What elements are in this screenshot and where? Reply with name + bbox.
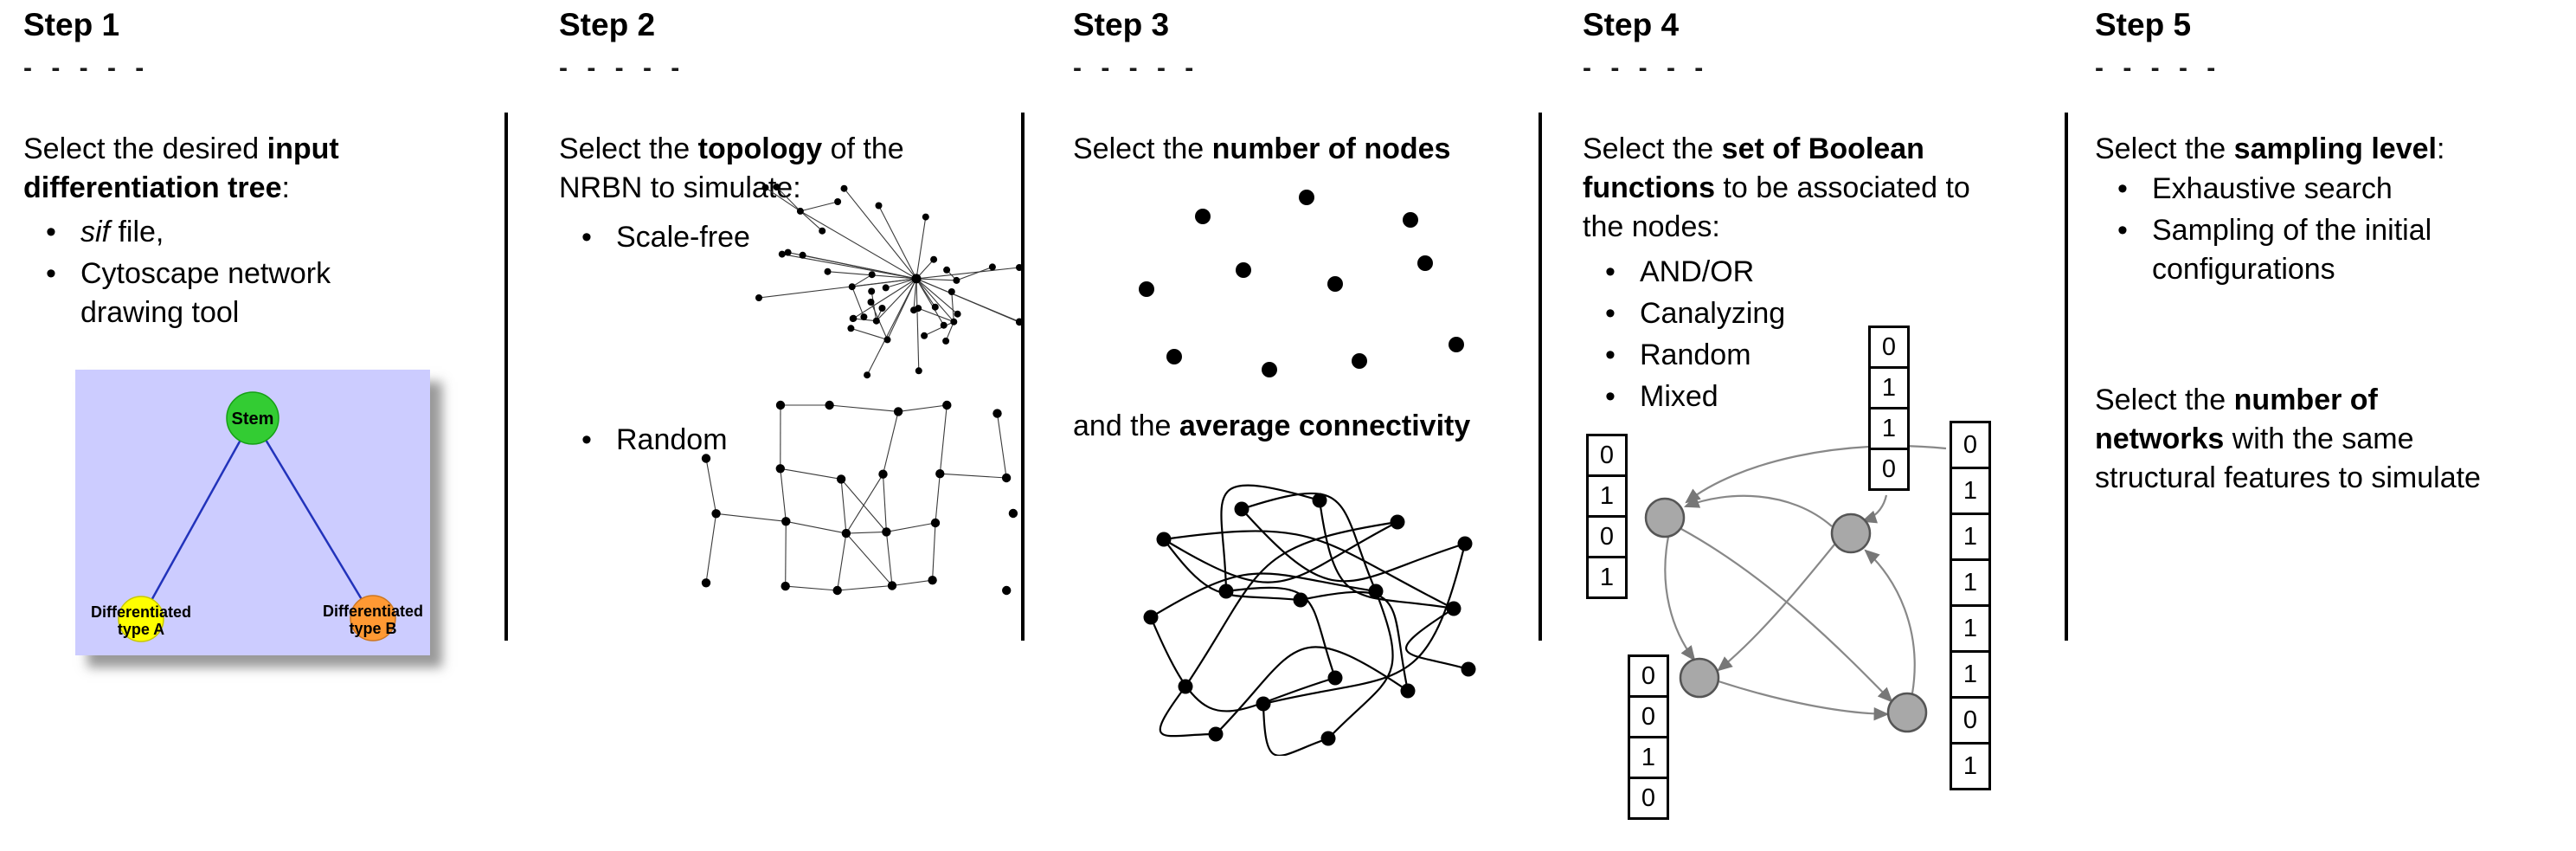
truth-table-right: 0 1 1 1 1 1 0 1: [1950, 421, 1991, 790]
truth-table-cell: 1: [1628, 736, 1669, 779]
connectivity-network-graphic: [1143, 484, 1476, 756]
truth-table-cell: 0: [1628, 777, 1669, 820]
text-line: Select the sampling level:: [2095, 132, 2445, 165]
bullet-item: Canalyzing: [1605, 294, 2003, 333]
truth-table-cell: 1: [1950, 467, 1991, 515]
random-network-graphic: [701, 400, 1018, 596]
step-4-title: Step 4: [1583, 7, 1680, 42]
step-5-intro: Select the sampling level:: [2095, 130, 2571, 169]
boolean-network-graphic: 0 1 1 0 0 1 0 1 0 0 1 0 0 1 1 1: [1583, 319, 2054, 851]
bullet-item: Mixed: [1605, 377, 2003, 416]
svg-text:type B: type B: [349, 620, 396, 637]
step-4-bullet-list: AND/OR Canalyzing Random Mixed: [1583, 253, 2003, 419]
truth-table-cell: 0: [1628, 695, 1669, 738]
truth-table-cell: 0: [1868, 448, 1910, 491]
step-3-connectivity-text: and the average connectivity: [1073, 407, 1536, 446]
scale-free-bullet: Scale-free: [559, 218, 789, 260]
truth-table-cell: 1: [1950, 604, 1991, 653]
svg-text:type A: type A: [118, 621, 164, 638]
truth-table-cell: 1: [1868, 407, 1910, 450]
step-4-column: Step 4 - - - - - Select the set of Boole…: [1583, 0, 2054, 851]
column-divider: [1539, 113, 1542, 641]
step-4-intro: Select the set of Boolean functions to b…: [1583, 130, 2054, 247]
boolean-network-svg: [1644, 445, 1947, 733]
truth-table-cell: 0: [1586, 434, 1628, 477]
truth-table-cell: 0: [1950, 696, 1991, 745]
dashed-separator: - - - - -: [559, 54, 686, 82]
bullet-item: Random: [1605, 336, 2003, 375]
step-1-intro: Select the desired input differentiation…: [23, 130, 495, 208]
step-5-column: Step 5 - - - - - Select the sampling lev…: [2095, 0, 2571, 851]
column-divider: [504, 113, 508, 641]
truth-table-cell: 1: [1950, 650, 1991, 699]
bullet-item: Exhaustive search: [2117, 170, 2559, 209]
truth-table-cell: 1: [1950, 742, 1991, 790]
dashed-separator: - - - - -: [1583, 54, 1710, 82]
truth-table-left: 0 1 0 1: [1586, 434, 1628, 599]
truth-table-cell: 1: [1868, 366, 1910, 409]
step-3-intro: Select the number of nodes: [1073, 130, 1536, 169]
step-1-bullet-list: sif file, Cytoscape network drawing tool: [23, 213, 409, 335]
nodes-scatter-graphic: [1139, 190, 1464, 377]
text-line: Select the number of nodes: [1073, 132, 1451, 165]
text-line: the nodes:: [1583, 210, 1720, 243]
dashed-separator: - - - - -: [2095, 54, 2222, 82]
svg-text:Stem: Stem: [232, 409, 274, 429]
text-line: Select the number of: [2095, 384, 2378, 416]
column-divider: [2065, 113, 2068, 641]
truth-table-bottom: 0 0 1 0: [1628, 654, 1669, 820]
text-line: functions to be associated to: [1583, 171, 1970, 204]
truth-table-cell: 1: [1586, 474, 1628, 518]
text-line: Select the desired input: [23, 132, 339, 165]
svg-text:Differentiated: Differentiated: [323, 603, 423, 620]
truth-table-cell: 0: [1868, 326, 1910, 369]
text-line: structural features to simulate: [2095, 461, 2481, 494]
truth-table-cell: 1: [1950, 513, 1991, 561]
truth-table-cell: 0: [1628, 654, 1669, 698]
text-line: Select the set of Boolean: [1583, 132, 1924, 165]
step-3-title: Step 3: [1073, 7, 1170, 42]
step-5-bullet-list: Exhaustive search Sampling of the initia…: [2095, 170, 2559, 292]
random-bullet: Random: [559, 421, 789, 462]
step-1-column: Step 1 - - - - - Select the desired inpu…: [23, 0, 495, 851]
step-2-column: Step 2 - - - - - Select the topology of …: [559, 0, 1023, 851]
text-line: differentiation tree:: [23, 171, 290, 204]
step-3-column: Step 3 - - - - - Select the number of no…: [1073, 0, 1536, 851]
text-line: networks with the same: [2095, 422, 2414, 455]
text-line: Select the topology of the: [559, 132, 904, 165]
step-2-title: Step 2: [559, 7, 656, 42]
bullet-item: Sampling of the initial configurations: [2117, 211, 2559, 289]
truth-table-cell: 0: [1586, 515, 1628, 558]
step-1-title: Step 1: [23, 7, 120, 42]
truth-table-cell: 1: [1950, 558, 1991, 607]
bullet-item: sif file,: [46, 213, 409, 252]
truth-table-cell: 0: [1950, 421, 1991, 469]
dashed-separator: - - - - -: [1073, 54, 1200, 82]
svg-text:Differentiated: Differentiated: [91, 603, 191, 621]
text-line: NRBN to simulate:: [559, 171, 801, 204]
truth-table-top: 0 1 1 0: [1868, 326, 1910, 491]
step-2-intro: Select the topology of the NRBN to simul…: [559, 130, 1013, 208]
bullet-item: Cytoscape network drawing tool: [46, 255, 409, 332]
scale-free-network-graphic: [755, 184, 1023, 379]
truth-table-cell: 1: [1586, 556, 1628, 599]
text-line: and the average connectivity: [1073, 409, 1471, 442]
bullet-item: Scale-free: [581, 218, 789, 257]
bullet-item: Random: [581, 421, 789, 460]
dashed-separator: - - - - -: [23, 54, 151, 82]
step-5-networks-text: Select the number of networks with the s…: [2095, 381, 2571, 498]
step-5-title: Step 5: [2095, 7, 2192, 42]
column-divider: [1021, 113, 1025, 641]
bullet-item: AND/OR: [1605, 253, 2003, 292]
